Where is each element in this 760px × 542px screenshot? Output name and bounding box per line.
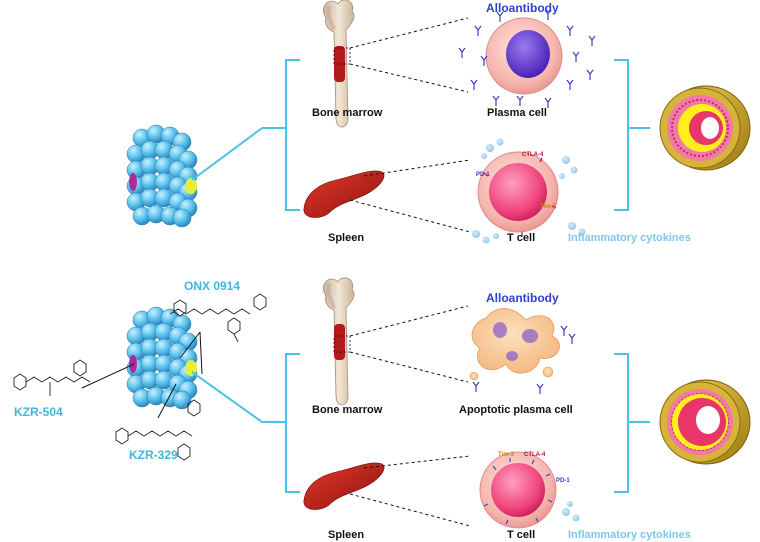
vessel-icon	[659, 85, 751, 171]
zoom-box	[333, 47, 351, 65]
spleen-label: Spleen	[328, 529, 365, 541]
tim3-label: Tim-3	[498, 452, 514, 458]
plasma-cell-label: Plasma cell	[487, 107, 547, 119]
zoom-line	[349, 63, 469, 93]
proteasome-icon	[126, 306, 198, 410]
right-bracket	[614, 59, 650, 211]
bone-marrow-label: Bone marrow	[312, 404, 383, 416]
pd1-label: PD-1	[556, 478, 570, 484]
vessel-icon	[659, 379, 751, 465]
proteasome-icon	[126, 124, 198, 228]
inhibitor-arrow	[157, 383, 177, 419]
zoom-line	[349, 305, 469, 337]
inhibitor-arrow	[81, 363, 135, 389]
bone-icon	[321, 275, 357, 407]
zoom-line	[349, 199, 471, 233]
kzr-504-label: KZR-504	[14, 405, 63, 419]
zoom-line	[349, 493, 471, 527]
left-bracket	[262, 59, 300, 211]
t-cell-icon	[479, 451, 557, 529]
inflammatory-cytokines-label: Inflammatory cytokines	[568, 232, 691, 244]
onx-0914-structure	[169, 293, 267, 343]
bottom-panel	[13, 275, 751, 529]
inhibitor-arrow	[199, 331, 203, 375]
left-bracket	[262, 353, 300, 493]
zoom-line	[349, 351, 469, 383]
onx-0914-label: ONX 0914	[184, 279, 241, 293]
t-cell-label: T cell	[507, 529, 536, 541]
connector-line	[191, 371, 263, 423]
kzr-504-structure	[13, 359, 91, 396]
plasma-cell-icon	[485, 17, 563, 95]
ctla4-label: CTLA-4	[524, 452, 546, 458]
cytokine-icons	[562, 501, 580, 522]
spleen-icon	[303, 170, 385, 218]
t-cell-icon	[477, 151, 559, 236]
spleen-label: Spleen	[328, 232, 365, 244]
pd1-label: PD-1	[476, 172, 490, 178]
apoptotic-plasma-cell-label: Apoptotic plasma cell	[459, 404, 573, 416]
t-cell-label: T cell	[507, 232, 536, 244]
spleen-icon	[303, 462, 385, 510]
zoom-line	[349, 17, 469, 49]
inflammatory-cytokines-label: Inflammatory cytokines	[568, 529, 691, 541]
ctla4-label: CTLA-4	[522, 152, 544, 158]
top-panel	[126, 0, 751, 244]
connector-line	[191, 127, 263, 181]
alloantibody-label: Alloantibody	[486, 1, 559, 15]
tim3-label: Tim-3	[540, 204, 556, 210]
right-bracket	[614, 353, 650, 493]
alloantibody-label: Alloantibody	[486, 291, 559, 305]
apoptotic-plasma-cell-icon	[469, 308, 560, 381]
kzr-329-label: KZR-329	[129, 448, 178, 462]
kzr-329-structure	[115, 399, 201, 461]
cytokine-icons	[472, 138, 586, 244]
zoom-box	[333, 335, 351, 353]
inhibitor-arrow	[179, 331, 201, 359]
bone-marrow-label: Bone marrow	[312, 107, 383, 119]
